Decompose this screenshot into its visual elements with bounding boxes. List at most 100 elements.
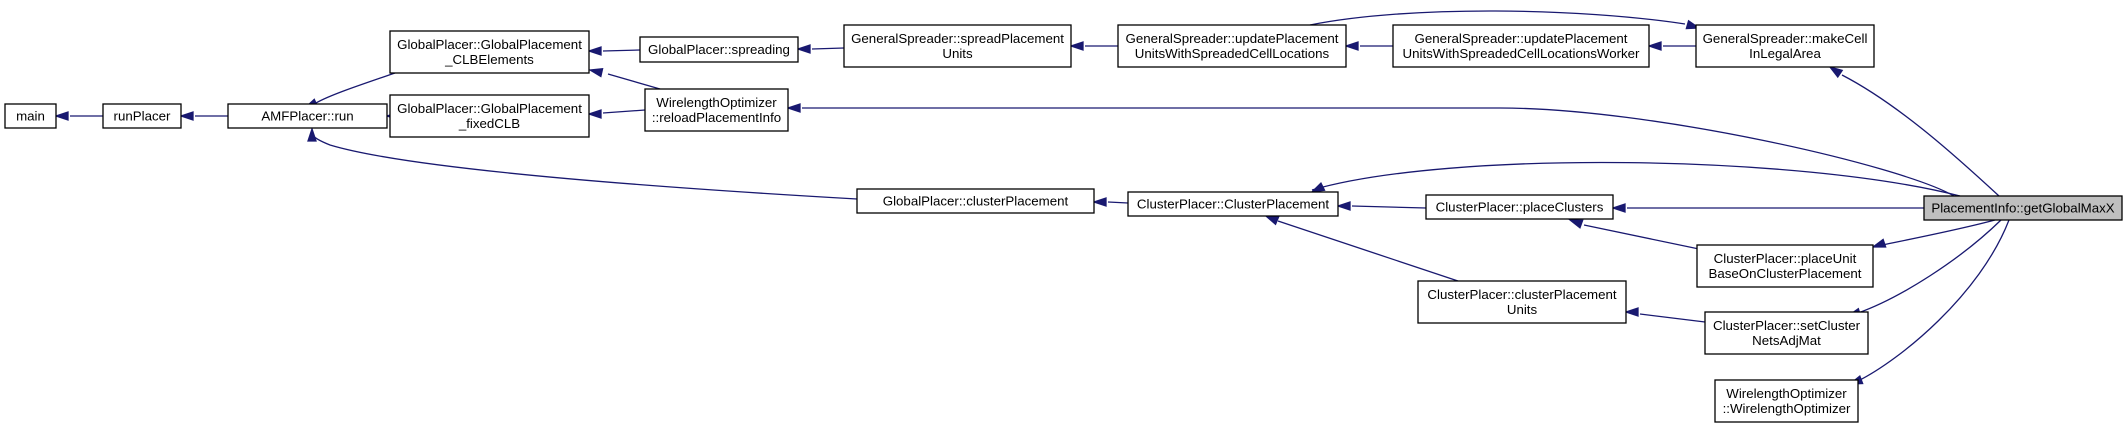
arrow-head-icon bbox=[53, 111, 69, 121]
call-edge-gpClb-to-amfRun bbox=[303, 72, 396, 109]
edge-line bbox=[1583, 224, 1700, 250]
function-node-amfRun[interactable]: AMFPlacer::run bbox=[227, 103, 388, 129]
edge-line bbox=[1857, 219, 2002, 314]
edge-line bbox=[1857, 219, 2010, 382]
node-box bbox=[4, 103, 57, 129]
call-edge-woReload-to-gpFixed bbox=[586, 109, 646, 119]
node-box bbox=[639, 36, 799, 63]
node-label-line: NetsAdjMat bbox=[1752, 333, 1821, 348]
function-node-gpClb[interactable]: GlobalPlacer::GlobalPlacement_CLBElement… bbox=[389, 30, 590, 74]
call-edge-focus-to-woCtor bbox=[1848, 219, 2010, 385]
function-node-runPlacer[interactable]: runPlacer bbox=[102, 103, 182, 129]
node-box bbox=[389, 30, 590, 74]
call-edge-gpSpread-to-gpClb bbox=[586, 46, 641, 56]
node-label-line: ClusterPlacer::clusterPlacement bbox=[1427, 287, 1616, 302]
call-edge-cpPlace-to-cpCluster bbox=[1335, 201, 1427, 211]
node-label-line: runPlacer bbox=[114, 109, 171, 124]
edge-line bbox=[602, 109, 646, 114]
arrow-head-icon bbox=[1828, 65, 1844, 79]
call-edge-focus-to-cpPlace bbox=[1610, 203, 1924, 213]
node-label-line: GlobalPlacer::clusterPlacement bbox=[883, 194, 1069, 209]
node-box bbox=[843, 24, 1072, 68]
edge-line bbox=[1639, 313, 1706, 323]
function-node-gpSpread[interactable]: GlobalPlacer::spreading bbox=[639, 36, 799, 63]
function-node-cpPlace[interactable]: ClusterPlacer::placeClusters bbox=[1425, 194, 1614, 220]
function-node-focus[interactable]: PlacementInfo::getGlobalMaxX bbox=[1923, 195, 2123, 221]
edge-line bbox=[802, 107, 1955, 197]
node-box bbox=[1417, 280, 1627, 324]
node-label-line: ::WirelengthOptimizer bbox=[1723, 401, 1851, 416]
call-edge-gsUpdate-to-gsSpread bbox=[1068, 41, 1118, 51]
edge-line bbox=[1309, 10, 1686, 26]
edge-line bbox=[315, 72, 396, 104]
call-edge-cpCluster-to-gpCluster bbox=[1091, 197, 1129, 207]
function-node-gpFixed[interactable]: GlobalPlacer::GlobalPlacement_fixedCLB bbox=[389, 94, 590, 138]
call-edge-gsWorker-to-gsUpdate bbox=[1343, 41, 1393, 51]
call-edge-gpCluster-to-amfRun bbox=[307, 126, 858, 200]
call-edge-cpCpu-to-cpCluster bbox=[1264, 215, 1459, 282]
call-edge-focus-to-woReload bbox=[785, 103, 1955, 197]
node-label-line: GlobalPlacer::spreading bbox=[648, 42, 790, 57]
node-label-line: ::reloadPlacementInfo bbox=[652, 110, 781, 125]
node-box bbox=[644, 88, 789, 132]
call-edge-cpUnit-to-cpPlace bbox=[1568, 219, 1700, 250]
edge-line bbox=[311, 133, 858, 200]
node-label-line: AMFPlacer::run bbox=[261, 109, 353, 124]
function-node-woReload[interactable]: WirelengthOptimizer::reloadPlacementInfo bbox=[644, 88, 789, 132]
call-edge-focus-to-cpUnit bbox=[1871, 219, 1996, 248]
function-node-gpCluster[interactable]: GlobalPlacer::clusterPlacement bbox=[856, 188, 1095, 214]
node-label-line: ClusterPlacer::placeClusters bbox=[1436, 200, 1604, 215]
arrow-head-icon bbox=[1623, 307, 1639, 317]
node-label-line: GlobalPlacer::GlobalPlacement bbox=[397, 37, 582, 52]
edge-line bbox=[1277, 220, 1459, 282]
call-edge-cpNets-to-cpCpu bbox=[1623, 307, 1706, 323]
node-label-line: UnitsWithSpreadedCellLocations bbox=[1135, 46, 1330, 61]
call-edge-focus-to-gsMake bbox=[1828, 65, 2000, 197]
node-label-line: ClusterPlacer::ClusterPlacement bbox=[1137, 197, 1329, 212]
function-node-cpUnit[interactable]: ClusterPlacer::placeUnitBaseOnClusterPla… bbox=[1696, 244, 1874, 288]
node-box bbox=[1714, 379, 1859, 423]
arrow-head-icon bbox=[1646, 41, 1662, 51]
arrow-head-icon bbox=[1310, 181, 1326, 193]
node-label-line: PlacementInfo::getGlobalMaxX bbox=[1931, 201, 2114, 216]
function-node-main[interactable]: main bbox=[4, 103, 57, 129]
function-node-woCtor[interactable]: WirelengthOptimizer::WirelengthOptimizer bbox=[1714, 379, 1859, 423]
edge-line bbox=[1107, 201, 1129, 204]
edge-line bbox=[811, 47, 845, 50]
call-edge-woReload-to-gpClb bbox=[587, 67, 661, 90]
node-label-line: GlobalPlacer::GlobalPlacement bbox=[397, 101, 582, 116]
node-label-line: GeneralSpreader::updatePlacement bbox=[1415, 31, 1628, 46]
arrow-head-icon bbox=[795, 44, 811, 54]
arrow-head-icon bbox=[1091, 197, 1107, 207]
node-box bbox=[1117, 24, 1347, 68]
call-edge-runPlacer-to-main bbox=[53, 111, 103, 121]
node-box bbox=[389, 94, 590, 138]
call-edge-gsSpread-to-gpSpread bbox=[795, 44, 845, 54]
call-edge-focus-to-cpCluster bbox=[1310, 161, 1961, 197]
arrow-head-icon bbox=[586, 46, 602, 56]
node-label-line: WirelengthOptimizer bbox=[656, 95, 777, 110]
function-node-cpCluster[interactable]: ClusterPlacer::ClusterPlacement bbox=[1127, 191, 1339, 217]
edge-line bbox=[602, 49, 641, 52]
node-box bbox=[1696, 244, 1874, 288]
node-box bbox=[1127, 191, 1339, 217]
node-label-line: ClusterPlacer::setCluster bbox=[1713, 318, 1861, 333]
call-edge-gsMake-to-gsWorker bbox=[1646, 41, 1696, 51]
node-label-line: GeneralSpreader::updatePlacement bbox=[1126, 31, 1339, 46]
edge-line bbox=[1841, 74, 2000, 197]
function-node-gsWorker[interactable]: GeneralSpreader::updatePlacementUnitsWit… bbox=[1392, 24, 1650, 68]
node-label-line: InLegalArea bbox=[1749, 46, 1821, 61]
arrow-head-icon bbox=[1568, 219, 1584, 229]
node-label-line: GeneralSpreader::spreadPlacement bbox=[851, 31, 1064, 46]
node-label-line: Units bbox=[942, 46, 973, 61]
edge-line bbox=[1311, 161, 1961, 197]
node-label-line: main bbox=[16, 109, 45, 124]
arrow-head-icon bbox=[1343, 41, 1359, 51]
node-label-line: _fixedCLB bbox=[458, 116, 520, 131]
function-node-gsUpdate[interactable]: GeneralSpreader::updatePlacementUnitsWit… bbox=[1117, 24, 1347, 68]
